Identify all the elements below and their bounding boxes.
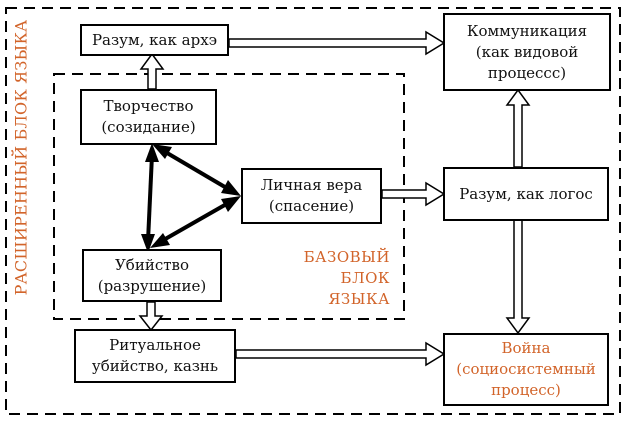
personal-faith-text: Личная вера (спасение) <box>260 176 363 215</box>
ritual-murder-box: Ритуальное убийство, казнь <box>74 329 236 383</box>
personal-faith-box: Личная вера (спасение) <box>241 168 382 224</box>
arrow-arche-to-communication <box>228 30 446 56</box>
arrowhead-faith-top <box>221 180 241 196</box>
reason-arche-text: Разум, как архэ <box>91 30 218 49</box>
extended-block-frame <box>5 7 621 415</box>
reason-arche-box: Разум, как архэ <box>80 24 229 56</box>
communication-text: Коммуникация (как видовой процессс) <box>466 21 588 82</box>
reason-logos-box: Разум, как логос <box>443 167 609 221</box>
base-block-label: БАЗОВЫЙ БЛОК ЯЗЫКА <box>303 248 390 308</box>
arrow-logos-to-communication <box>505 88 531 168</box>
arrowhead-creativity-2 <box>152 144 172 159</box>
war-box: Война (социосистемный процесс) <box>443 333 609 406</box>
creativity-box: Творчество (созидание) <box>80 89 217 145</box>
ritual-murder-text: Ритуальное убийство, казнь <box>91 336 219 375</box>
arrowhead-creativity <box>145 143 159 162</box>
arrow-creativity-to-arche <box>139 52 165 90</box>
arrowhead-murder-2 <box>150 233 170 248</box>
creativity-text: Творчество (созидание) <box>101 97 196 136</box>
extended-block-label: РАСШИРЕННЫЙ БЛОК ЯЗЫКА <box>11 19 31 295</box>
bold-arrow-creativity-murder <box>146 154 154 242</box>
arrow-murder-to-ritual <box>138 301 164 332</box>
arrowhead-murder <box>141 234 155 253</box>
reason-logos-text: Разум, как логос <box>459 184 593 203</box>
war-text: Война (социосистемный процесс) <box>456 339 596 399</box>
arrow-ritual-to-war <box>235 341 446 367</box>
murder-text: Убийство (разрушение) <box>97 255 207 295</box>
arrow-faith-to-logos <box>381 181 446 207</box>
murder-box: Убийство (разрушение) <box>82 249 222 302</box>
bold-arrow-murder-faith <box>159 200 231 244</box>
base-triangle <box>141 143 241 253</box>
bold-arrow-creativity-faith <box>160 148 232 192</box>
arrow-logos-to-war <box>505 219 531 335</box>
arrowhead-faith-bottom <box>221 196 241 212</box>
communication-box: Коммуникация (как видовой процессс) <box>443 13 611 91</box>
